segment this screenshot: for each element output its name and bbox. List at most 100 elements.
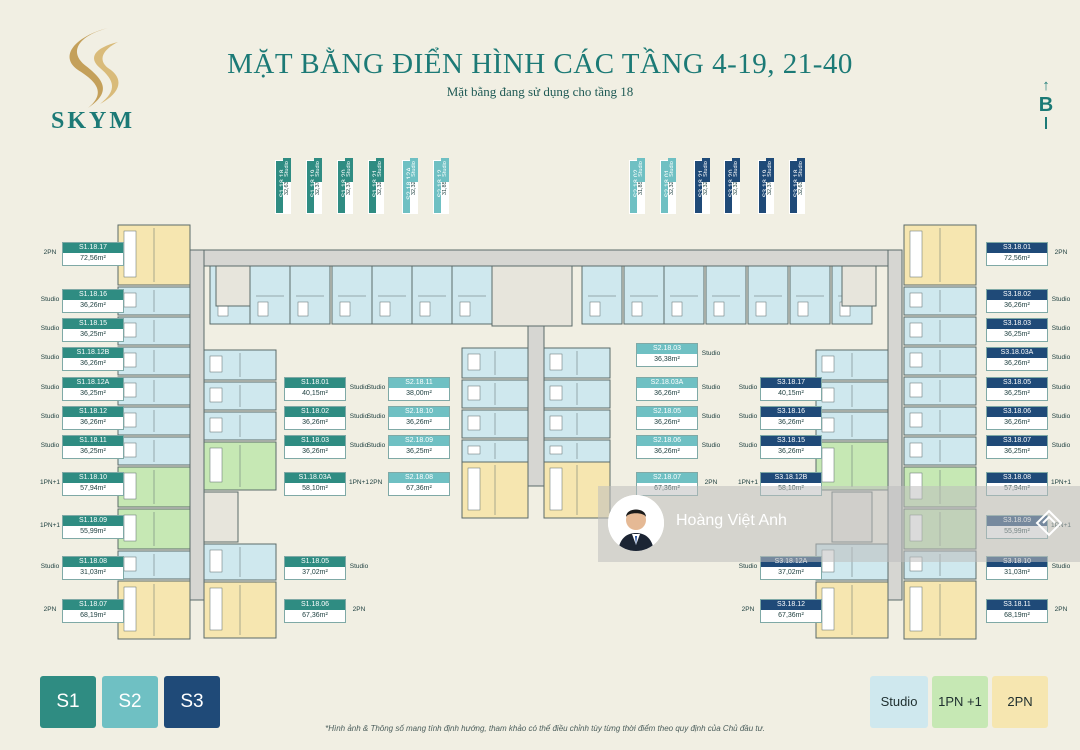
unit-type: Studio bbox=[1051, 354, 1071, 361]
bed-shape bbox=[123, 556, 137, 572]
bed-shape bbox=[209, 587, 223, 631]
avatar bbox=[608, 495, 664, 551]
bed-shape bbox=[123, 586, 137, 632]
unit-type: Studio bbox=[442, 161, 448, 177]
unit-code-cell: S3.18.19 bbox=[759, 161, 766, 213]
bed-shape bbox=[821, 587, 835, 631]
unit-code-cell: S3.18.18 bbox=[790, 161, 797, 213]
unit-area: 40,15m² bbox=[285, 388, 345, 400]
unit-type: 2PN bbox=[43, 249, 57, 256]
unit-area: 37,02m² bbox=[761, 567, 821, 579]
unit-type: 2PN bbox=[43, 606, 57, 613]
unit-type: Studio bbox=[40, 442, 60, 449]
unit-type: Studio bbox=[349, 563, 369, 570]
unit-code: S2.18.09 bbox=[389, 436, 449, 446]
unit-type: Studio bbox=[701, 384, 721, 391]
compass: ↑ B bbox=[1032, 78, 1060, 136]
unit-type: Studio bbox=[40, 325, 60, 332]
unit-area: 36,25m² bbox=[63, 446, 123, 458]
unit-area: 67,36m² bbox=[389, 483, 449, 495]
unit-area: 36,26m² bbox=[63, 417, 123, 429]
bed-shape bbox=[419, 301, 431, 317]
unit-code: S3.18.12B bbox=[761, 473, 821, 483]
unit-code: S3.18.16 bbox=[761, 407, 821, 417]
bed-shape bbox=[713, 301, 725, 317]
bed-shape bbox=[467, 415, 481, 431]
unit-type: Studio bbox=[366, 442, 386, 449]
unit-type: Studio bbox=[40, 296, 60, 303]
unit-area-cell: 32,32m² bbox=[732, 161, 739, 213]
unit-area: 36,26m² bbox=[761, 417, 821, 429]
bed-shape bbox=[549, 415, 563, 431]
agent-banner bbox=[598, 486, 1080, 562]
compass-bar bbox=[1045, 117, 1047, 129]
unit-area: 36,26m² bbox=[987, 417, 1047, 429]
unit-area: 36,38m² bbox=[637, 354, 697, 366]
unit-area-cell: 32,32m² bbox=[376, 161, 383, 213]
unit-area: 67,36m² bbox=[761, 610, 821, 622]
unit-code-cell: S2.18.01 bbox=[661, 161, 668, 213]
unit-code-cell: S3.18.20 bbox=[725, 161, 732, 213]
bed-shape bbox=[821, 417, 835, 433]
unit-code: S2.18.05 bbox=[637, 407, 697, 417]
unit-code-cell: S2.18.02 bbox=[630, 161, 637, 213]
core-left bbox=[215, 265, 251, 307]
unit-code: S1.18.07 bbox=[63, 600, 123, 610]
unit-area: 36,26m² bbox=[285, 446, 345, 458]
bed-shape bbox=[123, 442, 137, 458]
unit-type: Studio bbox=[701, 442, 721, 449]
unit-code: S1.18.01 bbox=[285, 378, 345, 388]
unit-area: 55,99m² bbox=[63, 526, 123, 538]
bed-shape bbox=[209, 417, 223, 433]
unit-area: 36,25m² bbox=[987, 329, 1047, 341]
bed-shape bbox=[123, 292, 137, 308]
unit-code-cell: S1.18.20 bbox=[338, 161, 345, 213]
bed-shape bbox=[755, 301, 767, 317]
bed-shape bbox=[909, 322, 923, 338]
top-unit-room bbox=[705, 265, 747, 325]
unit-type: Studio bbox=[1051, 563, 1071, 570]
arrow-up-icon: ↑ bbox=[1042, 77, 1050, 94]
unit-code: S1.18.03A bbox=[285, 473, 345, 483]
unit-code: S3.18.12 bbox=[761, 600, 821, 610]
unit-code: S3.18.08 bbox=[987, 473, 1047, 483]
bed-shape bbox=[123, 322, 137, 338]
agent-name: Hoàng Việt Anh bbox=[676, 512, 787, 529]
unit-type: 2PN bbox=[1054, 606, 1068, 613]
unit-code: S1.18.15 bbox=[63, 319, 123, 329]
unit-area: 68,19m² bbox=[987, 610, 1047, 622]
unit-area: 58,10m² bbox=[285, 483, 345, 495]
bed-shape bbox=[209, 387, 223, 403]
compass-letter: B bbox=[1038, 94, 1054, 116]
unit-code: S1.18.12 bbox=[63, 407, 123, 417]
bed-shape bbox=[467, 467, 481, 511]
bed-shape bbox=[909, 230, 923, 278]
legend-zone-s2: S2 bbox=[102, 676, 158, 728]
top-unit-room bbox=[451, 265, 493, 325]
bed-shape bbox=[549, 467, 563, 511]
unit-area: 57,94m² bbox=[63, 483, 123, 495]
unit-type: 2PN bbox=[704, 479, 718, 486]
bed-shape bbox=[549, 385, 563, 401]
corridor-left bbox=[189, 249, 205, 601]
unit-type: 1PN+1 bbox=[737, 479, 759, 486]
unit-area: 36,26m² bbox=[63, 358, 123, 370]
top-unit-room bbox=[411, 265, 453, 325]
unit-code: S1.18.03 bbox=[285, 436, 345, 446]
